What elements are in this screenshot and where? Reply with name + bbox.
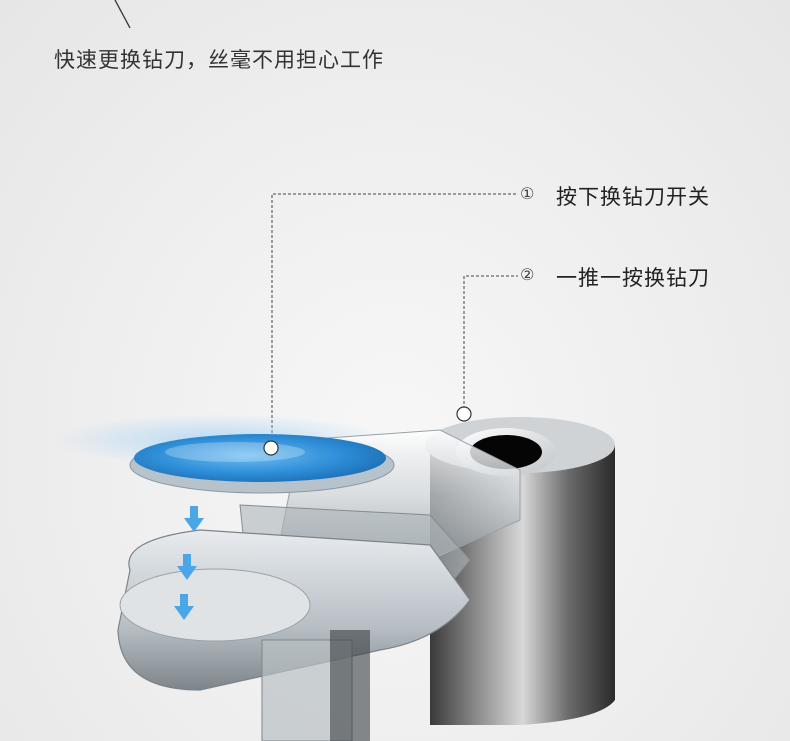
tray-dish (119, 568, 311, 642)
pointer-line (114, 0, 131, 29)
callout-dot-1 (263, 440, 279, 456)
callout-label-1: 按下换钻刀开关 (556, 185, 710, 209)
housing-leg-shadow (330, 630, 370, 741)
button-highlight (165, 442, 305, 462)
callout-dot-2 (456, 406, 472, 422)
leader-line-1 (271, 193, 518, 448)
leader-line-2 (463, 275, 518, 414)
change-bit-button[interactable] (134, 434, 386, 482)
callout-marker-1: ① (520, 184, 535, 203)
callout-marker-2: ② (520, 265, 535, 284)
headline: 快速更换钻刀，丝毫不用担心工作 (54, 48, 384, 72)
down-arrow-icon (184, 506, 204, 532)
callout-label-2: 一推一按换钻刀 (556, 266, 710, 290)
down-arrow-icon (174, 594, 194, 620)
down-arrow-icon (177, 554, 197, 580)
